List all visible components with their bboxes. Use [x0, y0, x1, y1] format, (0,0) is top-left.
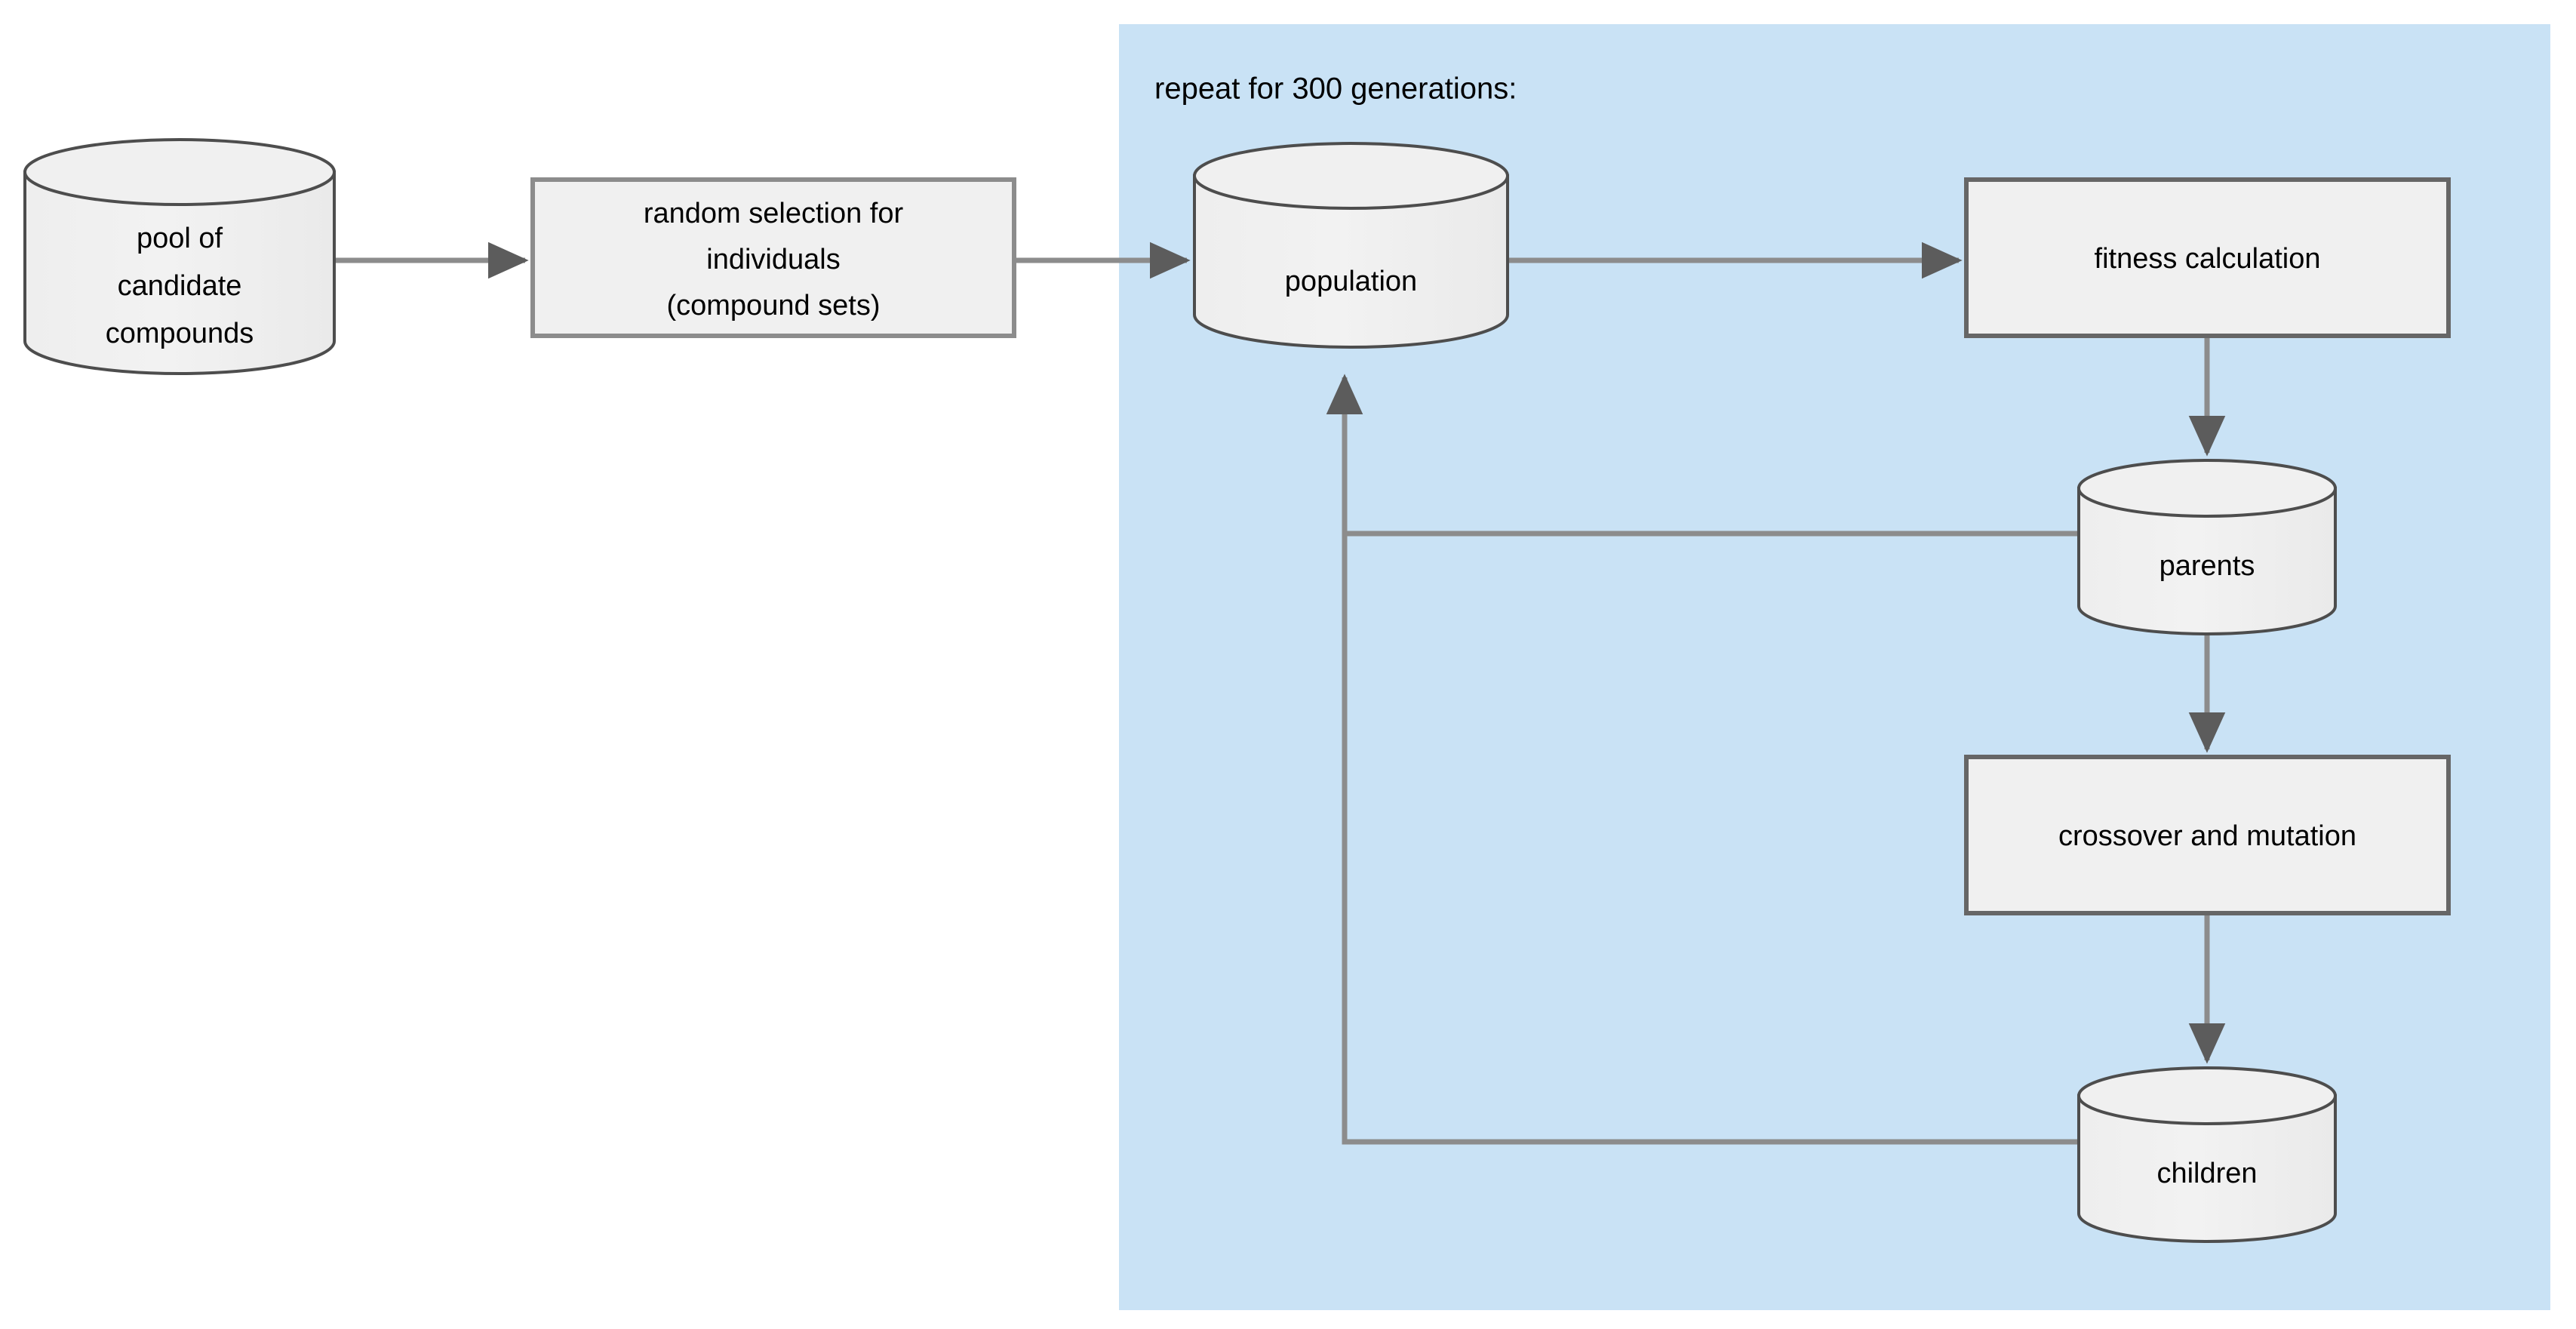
edge-children-to-population — [1342, 377, 2079, 1145]
edge-parents-to-population — [1326, 374, 2079, 537]
loop-region-caption: repeat for 300 generations: — [1154, 72, 1517, 106]
node-random-selection-for-individuals[interactable]: random selection for individuals (compou… — [530, 177, 1016, 338]
node-label: children — [2156, 1158, 2257, 1189]
node-pool-of-candidate-compounds[interactable]: pool of candidate compounds — [23, 138, 336, 375]
node-label: fitness calculation — [2095, 243, 2321, 275]
node-fitness-calculation[interactable]: fitness calculation — [1964, 177, 2451, 338]
node-crossover-and-mutation[interactable]: crossover and mutation — [1964, 755, 2451, 915]
node-parents[interactable]: parents — [2077, 459, 2337, 635]
node-population[interactable]: population — [1193, 142, 1509, 349]
node-label: candidate — [118, 270, 242, 302]
node-label: random selection for — [644, 198, 904, 229]
node-label: individuals — [706, 244, 840, 275]
node-label: (compound sets) — [666, 290, 880, 321]
node-label: compounds — [106, 318, 254, 349]
node-label: crossover and mutation — [2058, 820, 2356, 852]
node-label: population — [1285, 266, 1417, 297]
node-label: parents — [2159, 550, 2255, 582]
node-label: pool of — [137, 223, 223, 254]
node-children[interactable]: children — [2077, 1066, 2337, 1243]
